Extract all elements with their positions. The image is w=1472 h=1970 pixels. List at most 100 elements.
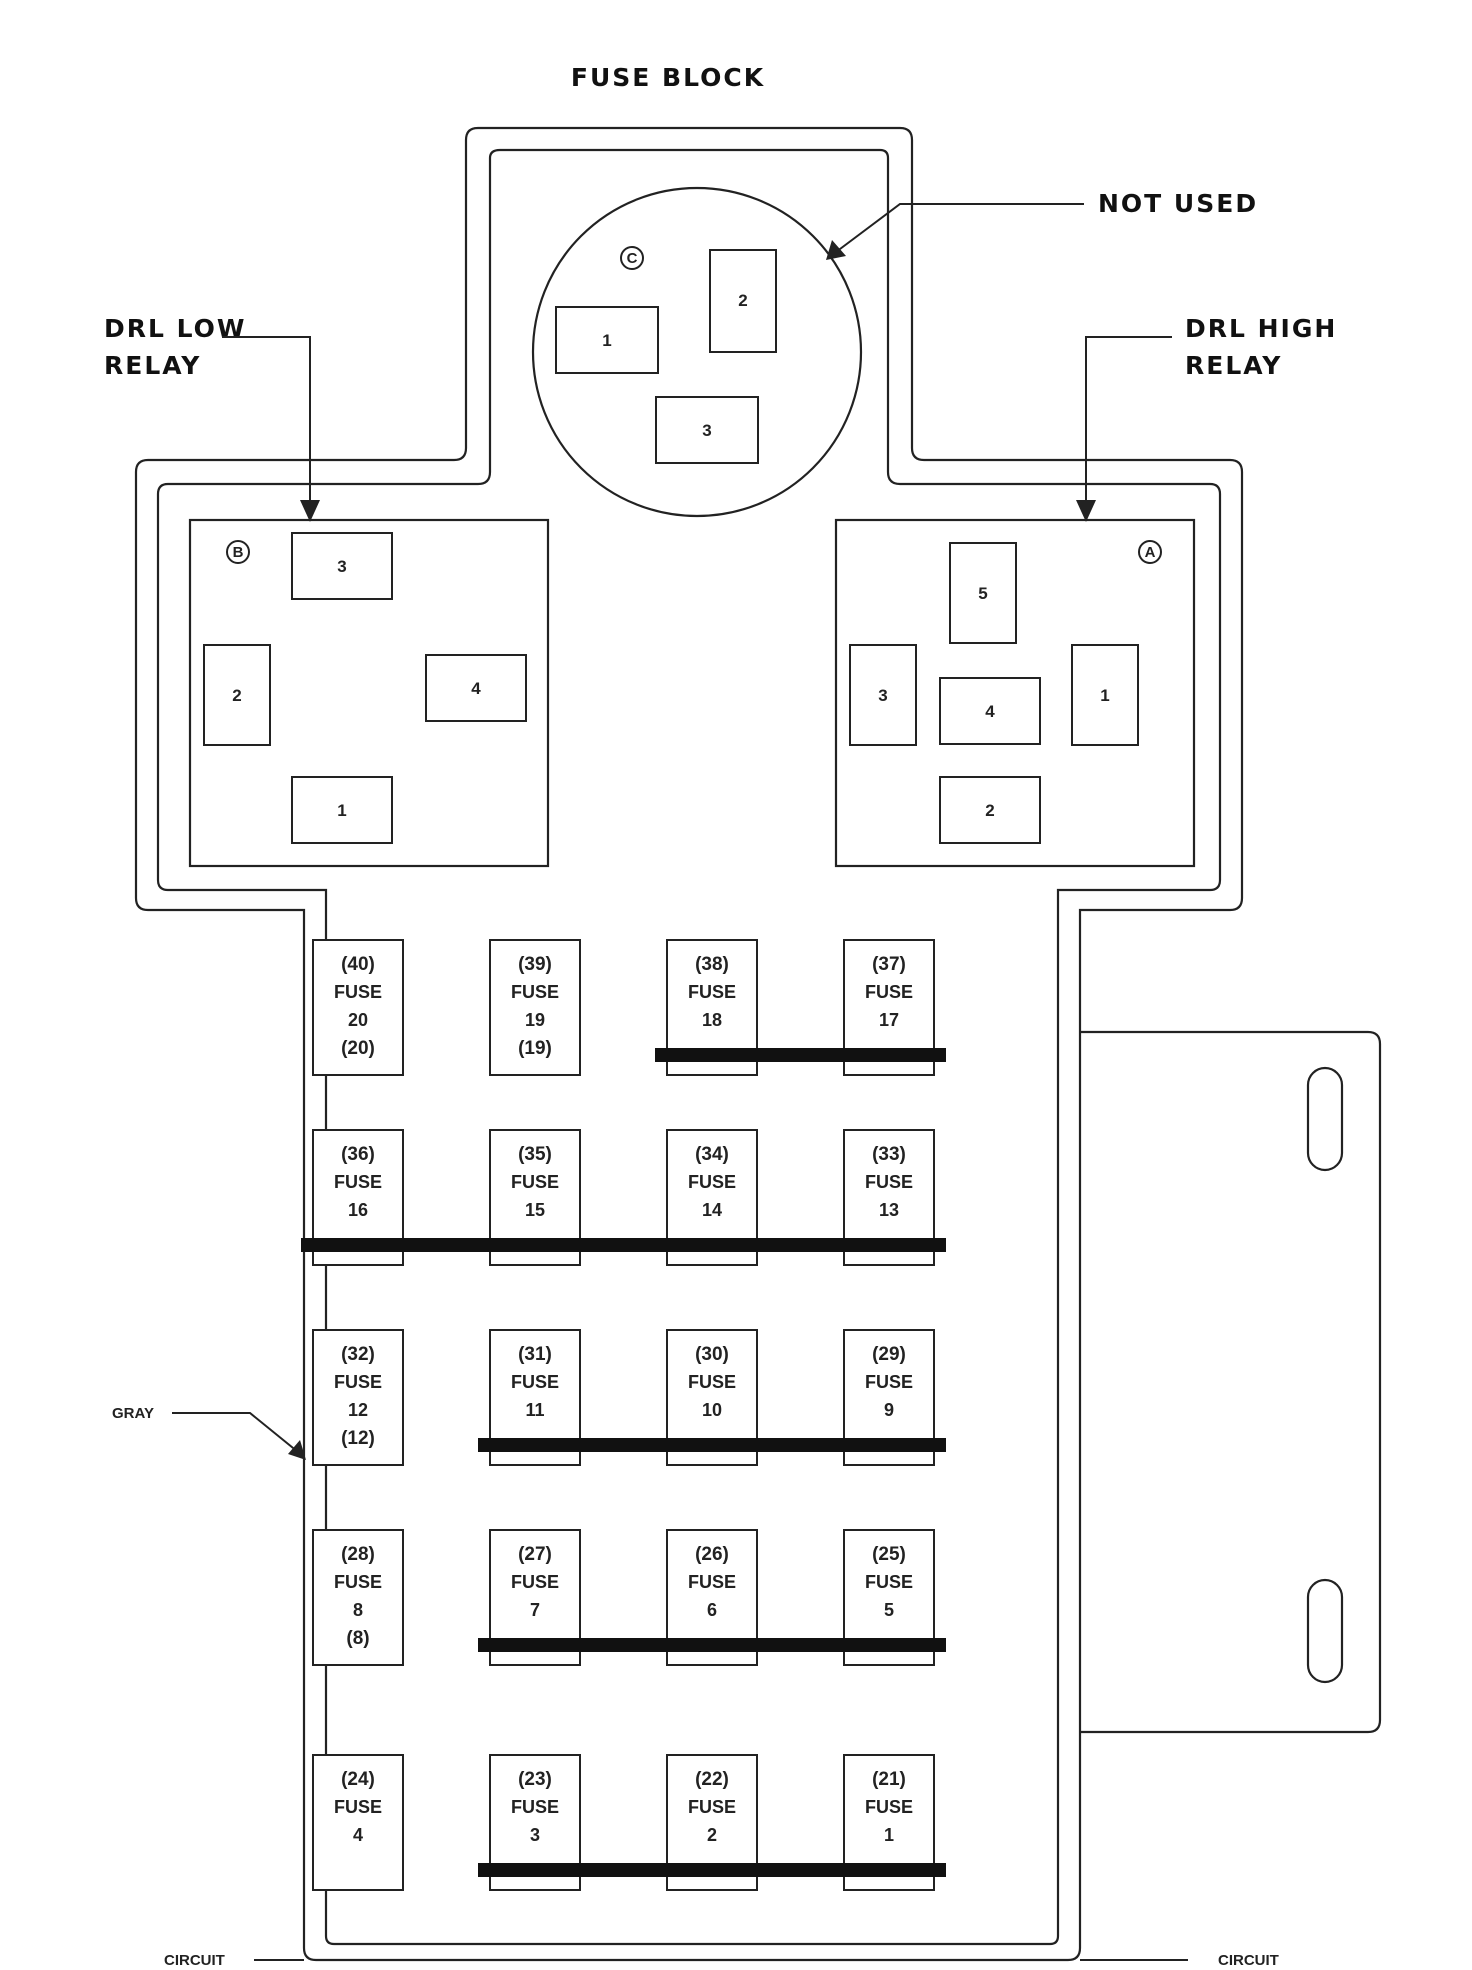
fuse-circuit-number: (8) [346,1628,369,1649]
fuse-slot: (28) FUSE 8 (8) [312,1529,404,1666]
fuse-cavity-number: (30) [695,1344,729,1365]
fuse-number: 14 [702,1200,722,1220]
fuse-word: FUSE [334,1572,382,1592]
fuse-number: 13 [879,1200,899,1220]
fuse-cavity-number: (22) [695,1769,729,1790]
fuse-word: FUSE [511,1797,559,1817]
bus-bar [478,1863,946,1877]
fuse-number: 8 [353,1600,363,1620]
svg-text:4: 4 [985,702,995,721]
fuse-word: FUSE [511,1172,559,1192]
fuse-cavity-number: (38) [695,954,729,975]
fuse-word: FUSE [688,1372,736,1392]
svg-text:3: 3 [702,421,711,440]
gray-leader [172,1412,299,1453]
fuse-outline [312,939,404,1076]
fuse-circuit-number: (19) [518,1038,552,1059]
connector-c-pin-2: 2 [709,249,777,353]
fuse-cavity-number: (35) [518,1144,552,1165]
fuse-slot: (30) FUSE 10 [666,1329,758,1466]
connector-c-badge [620,246,644,270]
not-used-label: NOT USED [1098,189,1258,218]
fuse-cavity-number: (28) [341,1544,375,1565]
fuse-number: 3 [530,1825,540,1845]
fuse-block-housing-inner [156,148,1222,1946]
fuse-number: 10 [702,1400,722,1420]
not-used-leader [835,203,1084,253]
fuse-word: FUSE [334,1372,382,1392]
relay-a-pin-4: 4 [939,677,1041,745]
connector-c-pin-3: 3 [655,396,759,464]
relay-b-pin-1: 1 [291,776,393,844]
fuse-word: FUSE [865,1372,913,1392]
fuse-number: 5 [884,1600,894,1620]
drl-high-leader [1085,336,1172,500]
fuse-word: FUSE [334,982,382,1002]
relay-a-badge [1138,540,1162,564]
bus-bar [478,1438,946,1452]
fuse-block-housing-outer [134,126,1244,1962]
mounting-bracket [1080,1030,1382,1734]
fuse-word: FUSE [865,1572,913,1592]
fuse-circuit-number: (12) [341,1428,375,1449]
drl-low-arrowhead [300,500,320,522]
fuse-word: FUSE [511,1572,559,1592]
fuse-cavity-number: (21) [872,1769,906,1790]
relay-a-pin-1: 1 [1071,644,1139,746]
drl-low-relay-label-line1: DRL LOW [104,314,247,343]
relay-b-badge [226,540,250,564]
fuse-outline [312,1529,404,1666]
fuse-number: 11 [525,1400,544,1420]
fuse-number: 20 [348,1010,368,1030]
svg-text:3: 3 [337,557,346,576]
fuse-cavity-number: (24) [341,1769,375,1790]
bus-bar [655,1048,946,1062]
fuse-cavity-number: (32) [341,1344,375,1365]
fuse-number: 4 [353,1825,363,1845]
fuse-word: FUSE [511,982,559,1002]
fuse-cavity-number: (40) [341,954,375,975]
bus-bar [478,1638,946,1652]
circuit-right-label: CIRCUIT [1218,1952,1279,1969]
fuse-number: 17 [879,1010,899,1030]
fuse-cavity-number: (39) [518,954,552,975]
fuse-slot: (21) FUSE 1 [843,1754,935,1891]
relay-a-pin-3: 3 [849,644,917,746]
fuse-number: 1 [884,1825,894,1845]
svg-text:1: 1 [1100,686,1109,705]
fuse-word: FUSE [334,1797,382,1817]
fuse-word: FUSE [688,1797,736,1817]
fuse-outline [489,939,581,1076]
gray-arrowhead [288,1440,306,1460]
fuse-cavity-number: (34) [695,1144,729,1165]
fuse-word: FUSE [688,1172,736,1192]
fuse-number: 7 [530,1600,540,1620]
fuse-grid: (40)FUSE20(20)(39)FUSE19(19)(38)FUSE18(3… [301,939,946,1891]
drl-low-relay-label-line2: RELAY [104,351,201,380]
mounting-slot-upper [1306,1066,1344,1172]
bus-bar [301,1238,946,1252]
relay-b-pin-3: 3 [291,532,393,600]
relay-b-pin-4: 4 [425,654,527,722]
fuse-cavity-number: (26) [695,1544,729,1565]
drl-high-relay-label-line1: DRL HIGH [1185,314,1337,343]
gray-label: GRAY [112,1405,154,1422]
fuse-number: 2 [707,1825,717,1845]
fuse-word: FUSE [334,1172,382,1192]
fuse-number: 18 [702,1010,722,1030]
svg-text:2: 2 [232,686,241,705]
drl-high-relay-label-line2: RELAY [1185,351,1282,380]
relay-a-cavity [834,518,1196,868]
svg-text:1: 1 [337,801,346,820]
drl-low-leader [222,336,311,500]
fuse-word: FUSE [865,1797,913,1817]
fuse-cavity-number: (23) [518,1769,552,1790]
fuse-number: 16 [348,1200,368,1220]
circuit-left-label: CIRCUIT [164,1952,225,1969]
fuse-cavity-number: (29) [872,1344,906,1365]
fuse-slot: (24) FUSE 4 [312,1754,404,1891]
fuse-cavity-number: (31) [518,1344,552,1365]
fuse-number: 12 [348,1400,368,1420]
